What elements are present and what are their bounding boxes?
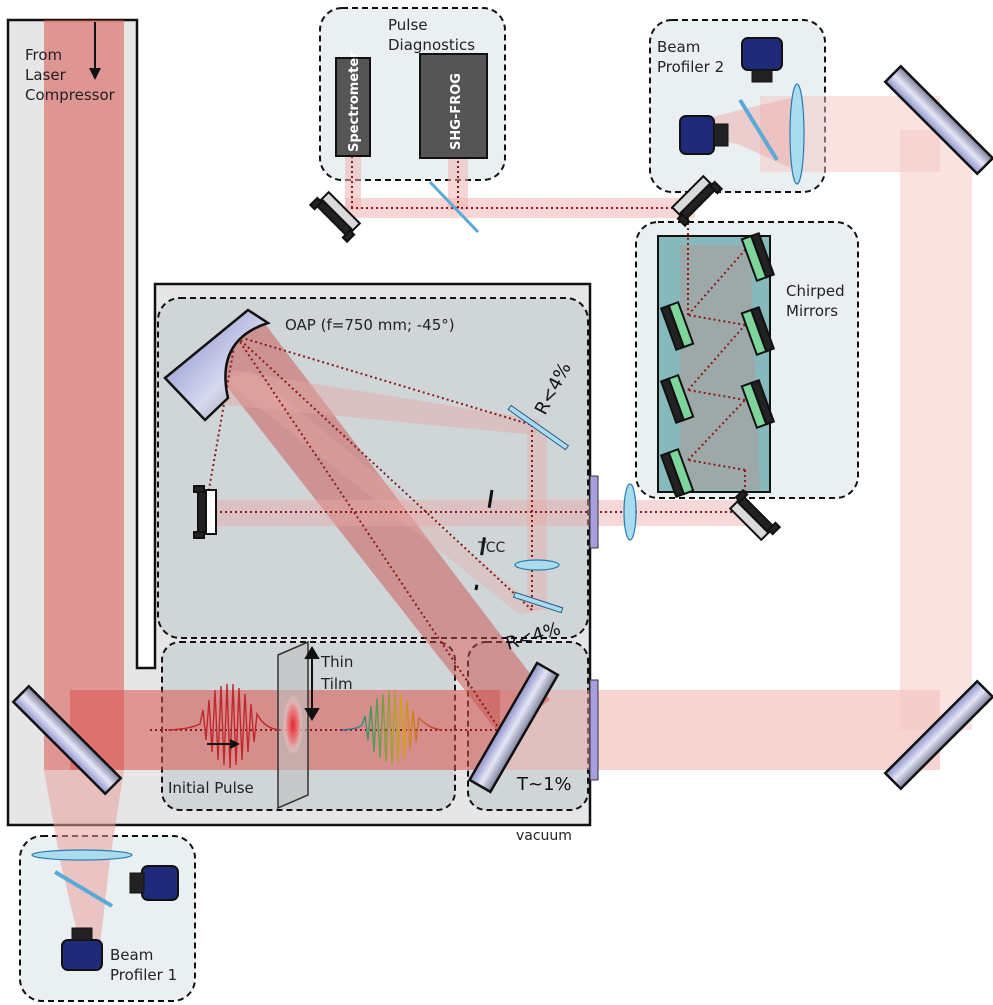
beamsplitter-upper: [507, 404, 570, 451]
from-laser-label-3: Compressor: [25, 86, 116, 104]
thin-film-label-1: Thin: [320, 653, 353, 671]
profiler-1-pickoff: [53, 870, 114, 908]
chirped-mirrors-label-1: Chirped: [786, 282, 845, 300]
oap-label: OAP (f=750 mm; -45°): [285, 316, 455, 334]
camera-icon: [61, 927, 103, 971]
profiler-1-lens: [31, 849, 133, 861]
profiler-2-pickoff: [738, 98, 779, 162]
frog-box: [419, 53, 488, 159]
tcc-label: TCC: [477, 540, 506, 556]
thin-film-arrow: [304, 646, 320, 721]
tcc-marker: [474, 489, 494, 591]
initial-pulse-label: Initial Pulse: [168, 779, 254, 797]
camera-icon: [741, 37, 783, 83]
spectrometer-box: [335, 57, 371, 157]
beam-profiler-1-label-1: Beam: [110, 946, 153, 964]
transmission-label: T~1%: [516, 774, 572, 795]
leaky-mirror: [467, 661, 560, 794]
chirped-mirrors-label-2: Mirrors: [786, 302, 838, 320]
pulse-diagnostics-label-2: Diagnostics: [388, 36, 475, 54]
input-beam: [44, 20, 124, 770]
oap-beam-to-lower: [225, 370, 540, 615]
chamber-window-lower: [589, 679, 599, 781]
profiler-2-lens: [789, 83, 805, 185]
initial-pulse-waveform: [167, 683, 281, 769]
camera-icon: [679, 115, 729, 155]
thin-film-label-2: Tilm: [320, 675, 353, 693]
diagonal-beam: [210, 320, 550, 735]
turning-mirror-right-bottom: [883, 679, 993, 791]
chamber-window-upper: [589, 475, 599, 549]
beam-profiler-2-label-2: Profiler 2: [657, 58, 724, 76]
film-spot: [283, 695, 303, 755]
chirped-mirror-beams: [680, 245, 760, 490]
oap-reflected-beam: [225, 370, 540, 435]
frog-label: SHG-FROG: [449, 73, 464, 150]
transmitted-beam: [500, 690, 940, 770]
beam-profiler-2-label-1: Beam: [657, 38, 700, 56]
spectrometer-label: Spectrometer: [347, 51, 362, 152]
propagation-arrow: [207, 739, 240, 749]
tcc-lens: [514, 559, 560, 571]
camera-icon: [129, 865, 179, 901]
from-laser-label-2: Laser: [25, 66, 67, 84]
kinematic-mirrors: [193, 174, 782, 542]
oap-mirror: [163, 308, 271, 422]
chirped-pulse-waveform: [341, 689, 443, 765]
return-vertical-beam: [900, 130, 972, 730]
diagnostics-top-beam: [345, 198, 695, 218]
laser-input-arrow: [89, 22, 101, 80]
beamsplitter-lower: [512, 591, 564, 614]
frog-pickoff: [428, 180, 480, 234]
vacuum-label: vacuum: [516, 828, 572, 844]
turning-mirror-right-top: [883, 64, 993, 176]
exit-lens: [623, 483, 637, 541]
beam-profiler-1-label-2: Profiler 1: [110, 966, 177, 984]
pulse-diagnostics-label-1: Pulse: [388, 16, 428, 34]
turning-mirror-left: [11, 684, 123, 796]
from-laser-label-1: From: [25, 46, 62, 64]
